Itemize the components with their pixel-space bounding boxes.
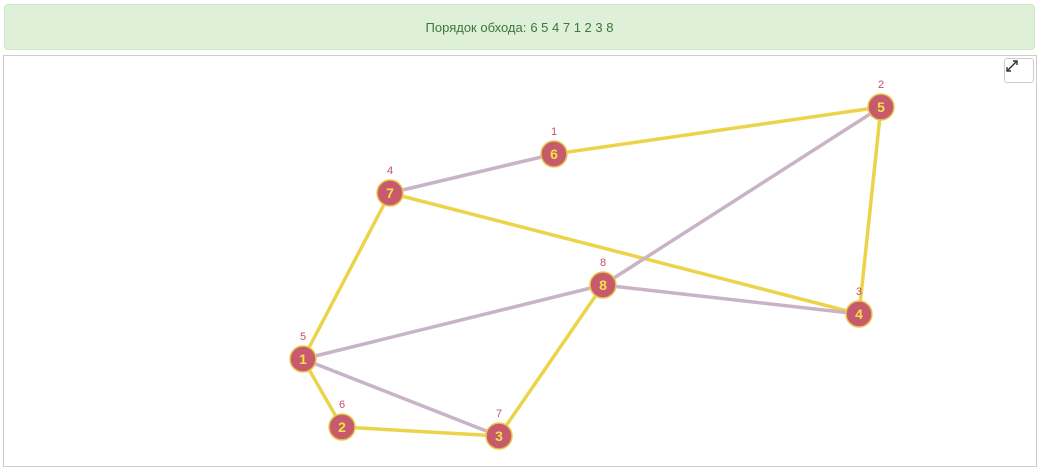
graph-edge-3-8 [497,283,605,438]
graph-edge-4-7 [388,191,861,316]
graph-node-circle[interactable] [540,140,568,168]
graph-node-4[interactable]: 43 [845,286,873,328]
graph-node-circle[interactable] [289,345,317,373]
graph-node-order-label: 3 [856,286,862,298]
graph-node-label: 6 [550,146,558,162]
graph-node-circle[interactable] [328,413,356,441]
graph-edge-1-8 [301,283,605,361]
graph-node-label: 2 [338,419,346,435]
graph-node-circle[interactable] [867,93,895,121]
graph-node-2[interactable]: 26 [328,399,356,441]
edges-layer [301,105,883,438]
graph-node-label: 8 [599,277,607,293]
graph-node-6[interactable]: 61 [540,126,568,168]
graph-edge-5-4 [857,105,883,316]
graph-node-order-label: 4 [387,165,393,177]
graph-node-order-label: 8 [600,257,606,269]
graph-node-order-label: 2 [878,79,884,91]
graph-node-3[interactable]: 37 [485,408,513,450]
graph-node-order-label: 1 [551,126,557,138]
graph-node-label: 5 [877,99,885,115]
graph-edge-2-3 [340,425,501,438]
graph-edge-6-5 [552,105,883,156]
graph-node-circle[interactable] [589,271,617,299]
fullscreen-button[interactable] [1004,58,1034,83]
graph-node-label: 1 [299,351,307,367]
graph-node-order-label: 5 [300,331,306,343]
graph-node-circle[interactable] [485,422,513,450]
graph-edge-7-6 [388,152,556,195]
graph-node-label: 4 [855,306,863,322]
graph-node-5[interactable]: 52 [867,79,895,121]
graph-edge-7-1 [301,191,392,361]
graph-node-1[interactable]: 15 [289,331,317,373]
traversal-order-alert: Порядок обхода: 6 5 4 7 1 2 3 8 [4,4,1035,50]
traversal-order-prefix: Порядок обхода: [425,19,527,35]
graph-node-circle[interactable] [845,300,873,328]
graph-node-7[interactable]: 74 [376,165,404,207]
graph-edge-8-4 [601,283,861,316]
graph-edge-1-3 [301,357,501,438]
graph-node-circle[interactable] [376,179,404,207]
graph-edge-8-5 [601,105,883,287]
graph-node-8[interactable]: 88 [589,257,617,299]
graph-node-order-label: 7 [496,408,502,420]
graph-node-order-label: 6 [339,399,345,411]
graph-node-label: 7 [386,185,394,201]
graph-node-label: 3 [495,428,503,444]
traversal-order-value: 6 5 4 7 1 2 3 8 [530,19,614,35]
